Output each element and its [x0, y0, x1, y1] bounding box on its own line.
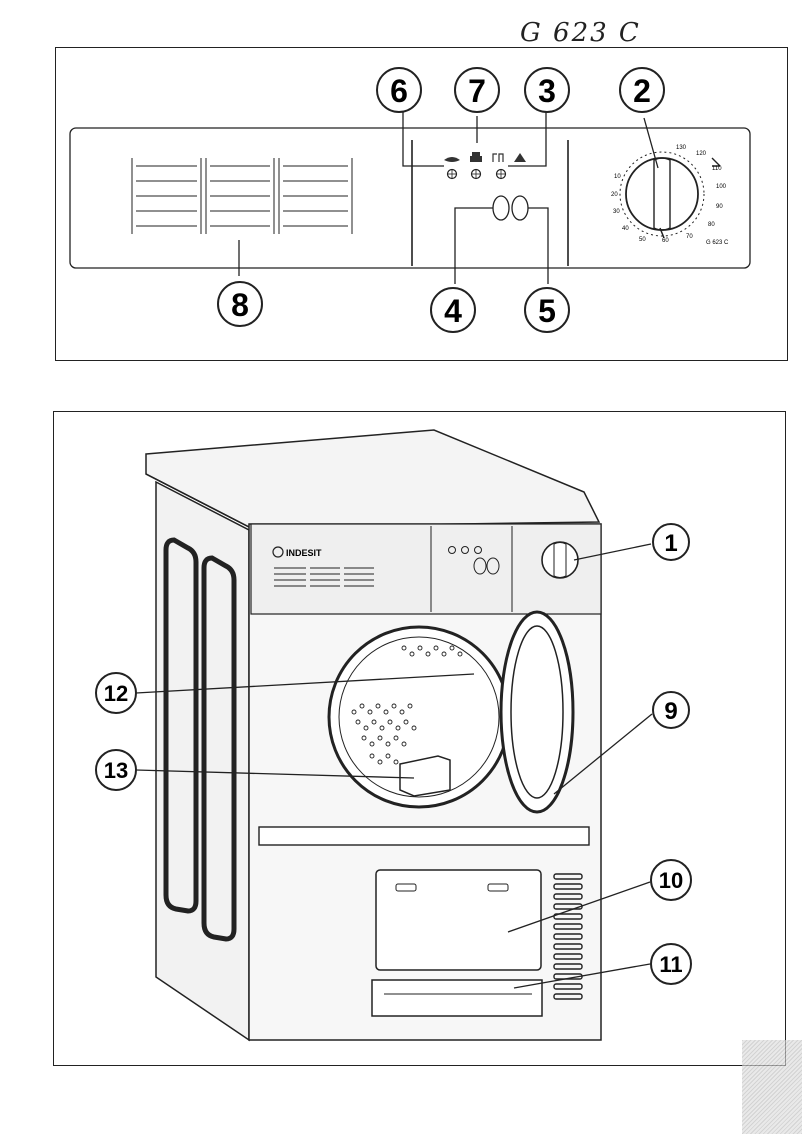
scan-shadow	[742, 1040, 802, 1134]
small-lamp-1	[448, 546, 456, 554]
drum-perforations	[351, 645, 463, 765]
small-lamp-3	[474, 546, 482, 554]
lint-filter	[399, 755, 451, 797]
callout-1: 1	[652, 523, 690, 561]
cotton-symbol-icon	[470, 152, 482, 162]
hatch-handle-left	[395, 883, 417, 892]
svg-text:5: 5	[538, 293, 556, 329]
dial-label-30: 30	[613, 209, 620, 215]
callout-7: 7	[454, 67, 500, 113]
svg-text:12: 12	[104, 681, 128, 706]
callout-10: 10	[650, 859, 692, 901]
callout-5: 5	[524, 287, 570, 333]
dial-label-100: 100	[716, 184, 727, 190]
dial-label-110: 110	[712, 166, 722, 172]
door-open	[499, 610, 575, 814]
dryer-fascia	[250, 523, 602, 615]
svg-text:9: 9	[664, 698, 677, 725]
svg-text:4: 4	[444, 293, 462, 329]
svg-text:3: 3	[538, 73, 556, 109]
callout-6: 6	[376, 67, 422, 113]
callout-3: 3	[524, 67, 570, 113]
svg-text:13: 13	[104, 758, 128, 783]
dial-label-90: 90	[716, 204, 723, 210]
svg-text:8: 8	[231, 287, 249, 323]
instruction-label-plate	[131, 158, 353, 234]
dial-label-20: 20	[611, 192, 618, 198]
filter-drawer	[371, 979, 543, 1017]
callout-9: 9	[652, 691, 690, 729]
dial-label-50: 50	[639, 237, 646, 243]
power-button	[511, 195, 529, 221]
small-button-start	[473, 557, 487, 575]
dryer-overview-diagram: INDESIT	[53, 411, 786, 1066]
callout-8: 8	[217, 281, 263, 327]
dial-label-60: 60	[662, 238, 669, 244]
svg-text:1: 1	[664, 530, 677, 557]
small-timer-dial	[541, 541, 579, 579]
control-panel-drawing: 130 120 110 100 90 80 70 60 50 40 30 20 …	[69, 67, 751, 333]
brand-logo-icon	[272, 546, 284, 558]
dial-model-text: G 623 C	[706, 240, 729, 246]
dial-label-80: 80	[708, 222, 715, 228]
svg-text:11: 11	[659, 952, 682, 977]
brand-name: INDESIT	[286, 548, 322, 558]
control-panel-diagram: 130 120 110 100 90 80 70 60 50 40 30 20 …	[55, 47, 788, 361]
dial-label-70: 70	[686, 234, 693, 240]
start-button	[492, 195, 510, 221]
dial-label-10: 10	[614, 174, 621, 180]
leader-lines	[238, 112, 659, 284]
side-vent-left	[163, 537, 199, 914]
callout-12: 12	[95, 672, 137, 714]
indicator-lamps	[444, 152, 526, 180]
dryer-leader-lines	[135, 543, 653, 989]
hatch-handle-right	[487, 883, 509, 892]
callout-4: 4	[430, 287, 476, 333]
callout-11: 11	[650, 943, 692, 985]
side-vent-right	[201, 555, 237, 942]
svg-text:10: 10	[659, 868, 683, 893]
svg-text:7: 7	[468, 73, 486, 109]
dryer-drawing: INDESIT	[95, 429, 692, 1042]
svg-text:2: 2	[633, 73, 651, 109]
svg-text:6: 6	[390, 73, 408, 109]
small-button-power	[486, 557, 500, 575]
front-grille	[553, 873, 583, 1000]
rotation-arrow-icon	[711, 157, 721, 167]
door-symbol-icon	[492, 153, 504, 162]
callout-13: 13	[95, 749, 137, 791]
small-lamp-2	[461, 546, 469, 554]
handwritten-model-note: G 623 C	[520, 18, 641, 48]
dial-label-40: 40	[622, 226, 629, 232]
fascia-strip	[69, 127, 751, 269]
timer-dial: 130 120 110 100 90 80 70 60 50 40 30 20 …	[611, 145, 729, 246]
delicate-symbol-icon	[444, 157, 460, 162]
dial-label-130: 130	[676, 145, 687, 151]
dial-label-120: 120	[696, 151, 707, 157]
front-strip	[258, 826, 590, 846]
water-warning-icon	[514, 153, 526, 162]
fascia-label-lines	[274, 567, 374, 587]
callout-2: 2	[619, 67, 665, 113]
